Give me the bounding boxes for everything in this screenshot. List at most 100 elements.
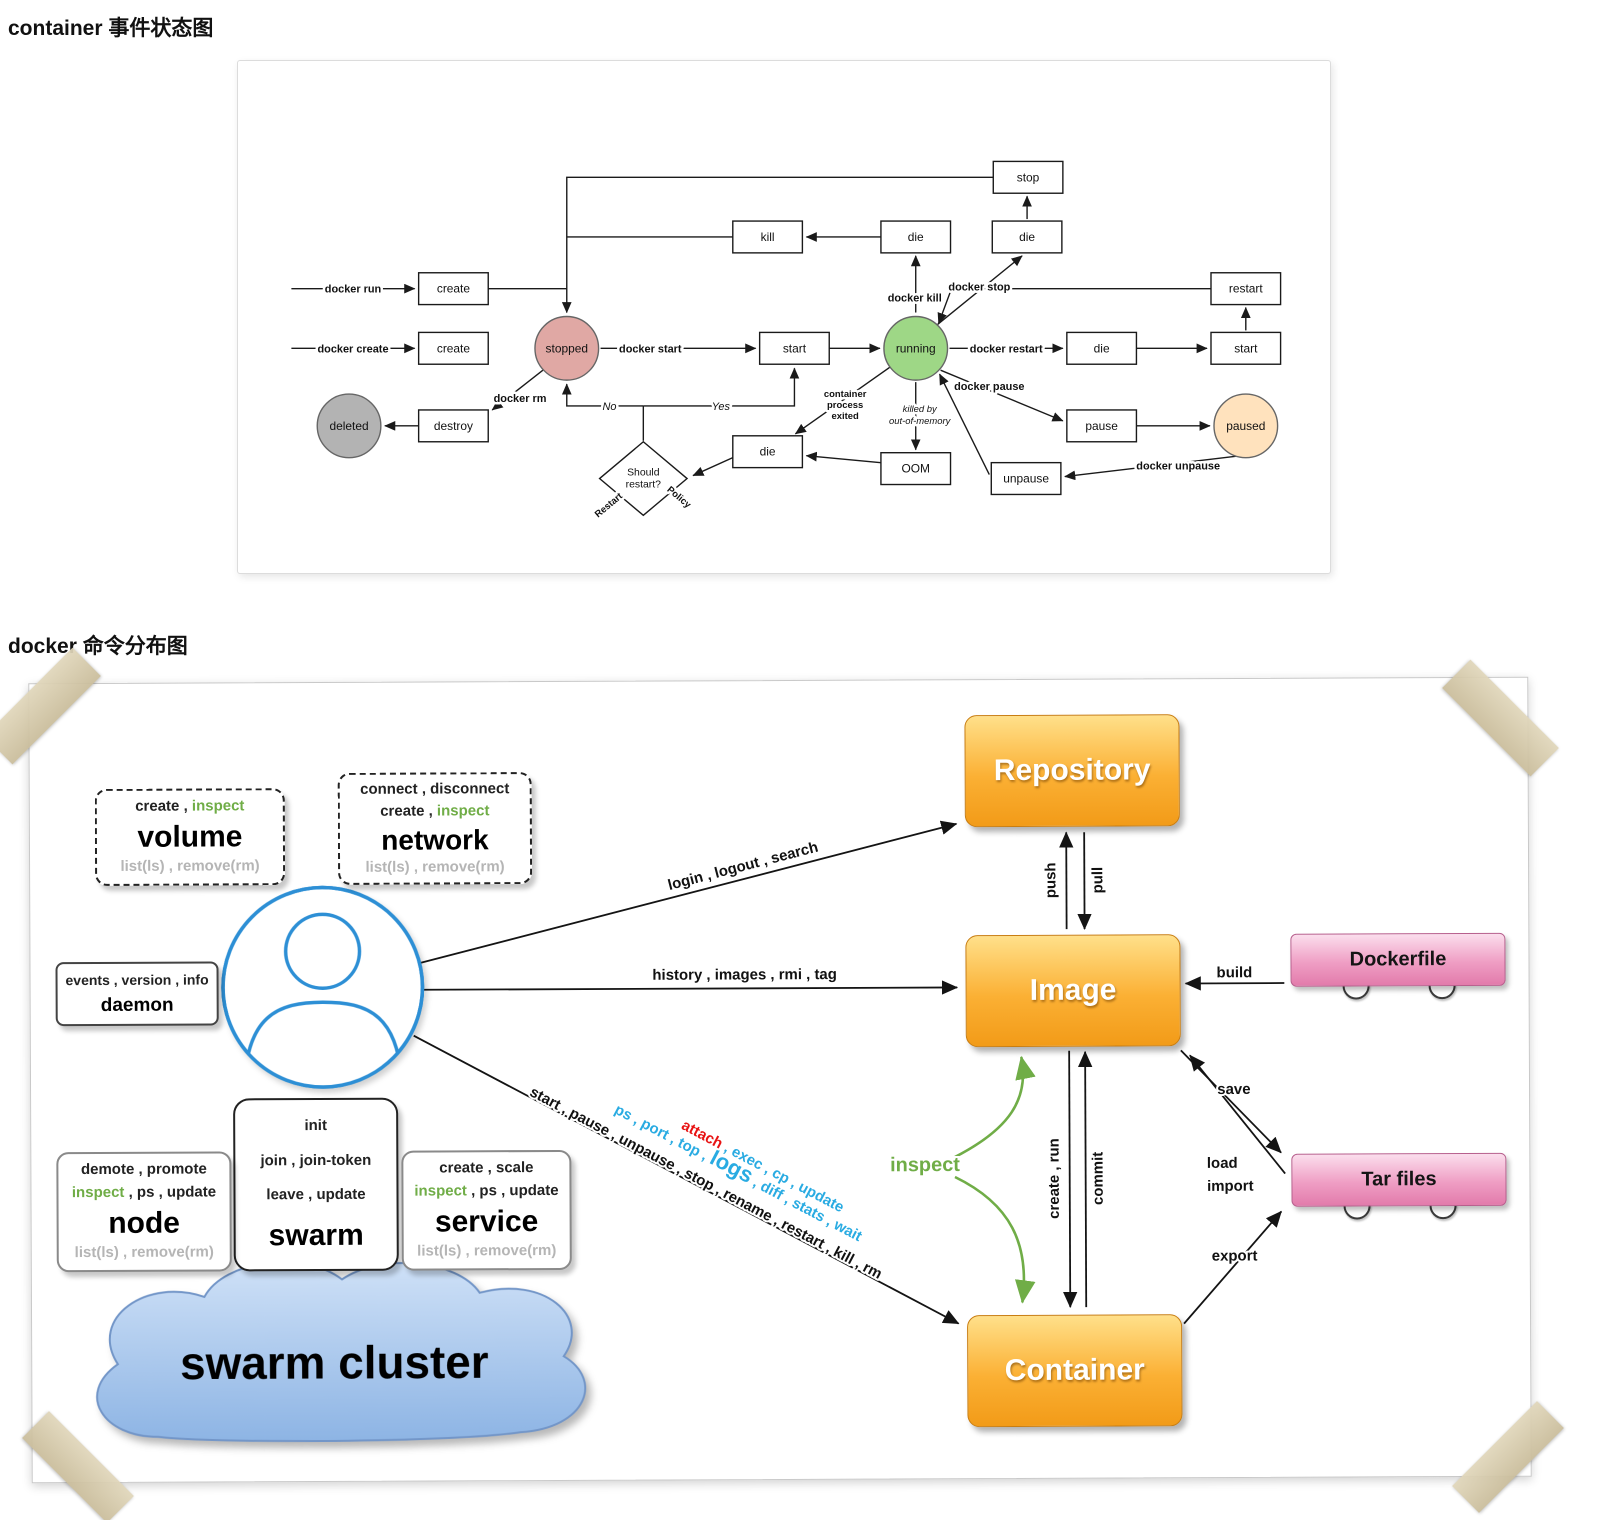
label-docker-start: docker start <box>619 343 682 355</box>
label-commit: commit <box>1090 1152 1107 1205</box>
label-push: push <box>1042 862 1059 898</box>
state-diagram-svg: stop kill die die create restart create … <box>291 160 1282 523</box>
volume-list: list(ls) , remove(rm) <box>120 857 260 876</box>
label-yes: Yes <box>712 401 731 413</box>
command-diagram-poster: swarm cluster login , logout , search hi… <box>28 676 1532 1484</box>
label-history-images-rmi-tag: history , images , rmi , tag <box>652 966 837 984</box>
state-diagram-title: container 事件状态图 <box>8 17 214 40</box>
network-line0: connect , disconnect <box>360 779 510 798</box>
label-build: build <box>1217 964 1253 981</box>
diamond-line1: Should <box>627 468 660 479</box>
repository-node: Repository <box>964 714 1180 828</box>
label-docker-run: docker run <box>325 284 381 296</box>
label-import: import <box>1207 1178 1254 1195</box>
swarm-line2: leave , update <box>266 1185 366 1204</box>
state-diagram-card: stop kill die die create restart create … <box>237 60 1331 574</box>
label-container-query: ps , port , top , logs , diff , stats , … <box>611 1095 868 1246</box>
event-box-create-label: create <box>437 341 471 355</box>
event-box-kill: kill <box>732 220 804 254</box>
label-create-run: create , run <box>1046 1138 1063 1219</box>
label-load: load <box>1207 1155 1238 1172</box>
swarm-line1: join , join-token <box>260 1151 372 1169</box>
state-stopped: stopped <box>534 315 600 381</box>
state-paused-label: paused <box>1226 419 1265 433</box>
state-paused: paused <box>1213 393 1279 459</box>
label-docker-create: docker create <box>318 343 389 355</box>
event-box-start: start <box>758 331 830 365</box>
event-box-restart: restart <box>1210 272 1282 306</box>
service-commands-box: create , scale inspect , ps , update ser… <box>401 1149 572 1271</box>
service-ops: inspect , ps , update <box>414 1182 558 1201</box>
label-exited-3: exited <box>832 411 860 422</box>
state-running-label: running <box>896 341 936 355</box>
container-label: Container <box>1004 1353 1145 1388</box>
event-box-die-stop-label: die <box>1019 230 1035 244</box>
service-ops-black: , ps , update <box>466 1182 559 1200</box>
network-ops-black: create , <box>380 802 437 820</box>
swarm-line0: init <box>304 1117 327 1135</box>
event-box-create-run: create <box>417 272 489 306</box>
event-box-die-exit-label: die <box>760 445 776 459</box>
command-diagram-svg: swarm cluster login , logout , search hi… <box>96 820 1286 1443</box>
label-no: No <box>603 401 617 413</box>
swarm-name: swarm <box>268 1218 364 1253</box>
node-line0: demote , promote <box>80 1160 207 1178</box>
label-restart-policy-left: Restart <box>593 490 626 520</box>
event-box-unpause-label: unpause <box>1003 472 1049 486</box>
event-box-die-restart: die <box>1066 331 1138 365</box>
event-box-die-stop: die <box>991 220 1063 254</box>
image-node: Image <box>965 934 1181 1048</box>
label-docker-pause: docker pause <box>954 381 1024 393</box>
dockerfile-label: Dockerfile <box>1349 948 1447 971</box>
label-inspect: inspect <box>890 1154 960 1176</box>
label-docker-unpause: docker unpause <box>1136 461 1220 473</box>
network-list: list(ls) , remove(rm) <box>365 857 505 876</box>
label-restart-policy-right: Policy <box>665 484 694 511</box>
daemon-name: daemon <box>100 994 174 1016</box>
state-deleted-label: deleted <box>329 419 368 433</box>
state-stopped-label: stopped <box>546 341 588 355</box>
event-box-pause-label: pause <box>1085 419 1118 433</box>
event-box-start-right-label: start <box>1234 341 1258 355</box>
swarm-cluster-label: swarm cluster <box>180 1336 489 1389</box>
label-oom-1: killed by <box>903 404 938 415</box>
should-restart-diamond: Should restart? <box>598 440 689 517</box>
command-diagram-title: docker 命令分布图 <box>8 635 188 658</box>
label-docker-restart: docker restart <box>970 343 1043 355</box>
event-box-restart-label: restart <box>1229 282 1263 296</box>
service-line0: create , scale <box>439 1158 534 1177</box>
event-box-oom-label: OOM <box>901 462 929 476</box>
label-export: export <box>1212 1247 1258 1264</box>
label-docker-kill: docker kill <box>888 293 942 305</box>
event-box-destroy: destroy <box>417 409 489 443</box>
label-docker-rm: docker rm <box>494 393 547 405</box>
event-box-die-exit: die <box>732 435 804 469</box>
network-commands-box: connect , disconnect create , inspect ne… <box>337 772 533 885</box>
node-ops-green: inspect <box>71 1184 125 1202</box>
event-box-kill-label: kill <box>761 230 775 244</box>
state-running: running <box>883 315 949 381</box>
tar-files-label: Tar files <box>1361 1168 1437 1191</box>
event-box-die-top-label: die <box>908 230 924 244</box>
event-box-stop-label: stop <box>1017 170 1040 184</box>
label-login-logout-search: login , logout , search <box>666 839 820 894</box>
event-box-pause: pause <box>1066 409 1138 443</box>
label-oom-2: out-of-memory <box>889 416 952 427</box>
dockerfile-node: Dockerfile <box>1290 932 1506 987</box>
network-name: network <box>381 823 489 856</box>
label-save: save <box>1217 1081 1250 1098</box>
label-container-lifecycle: start , pause , unpause , stop , rename … <box>527 1084 885 1283</box>
state-deleted: deleted <box>316 393 382 459</box>
image-label: Image <box>1029 973 1117 1007</box>
volume-ops: create , inspect <box>135 797 244 816</box>
daemon-line0: events , version , info <box>65 970 209 988</box>
event-box-oom: OOM <box>880 452 952 486</box>
network-ops: create , inspect <box>380 802 489 821</box>
event-box-die-top: die <box>880 220 952 254</box>
volume-ops-black: create , <box>135 797 192 815</box>
label-exited-1: container <box>824 389 867 400</box>
service-name: service <box>434 1205 539 1239</box>
node-ops: inspect , ps , update <box>72 1184 216 1203</box>
node-commands-box: demote , promote inspect , ps , update n… <box>56 1151 232 1273</box>
